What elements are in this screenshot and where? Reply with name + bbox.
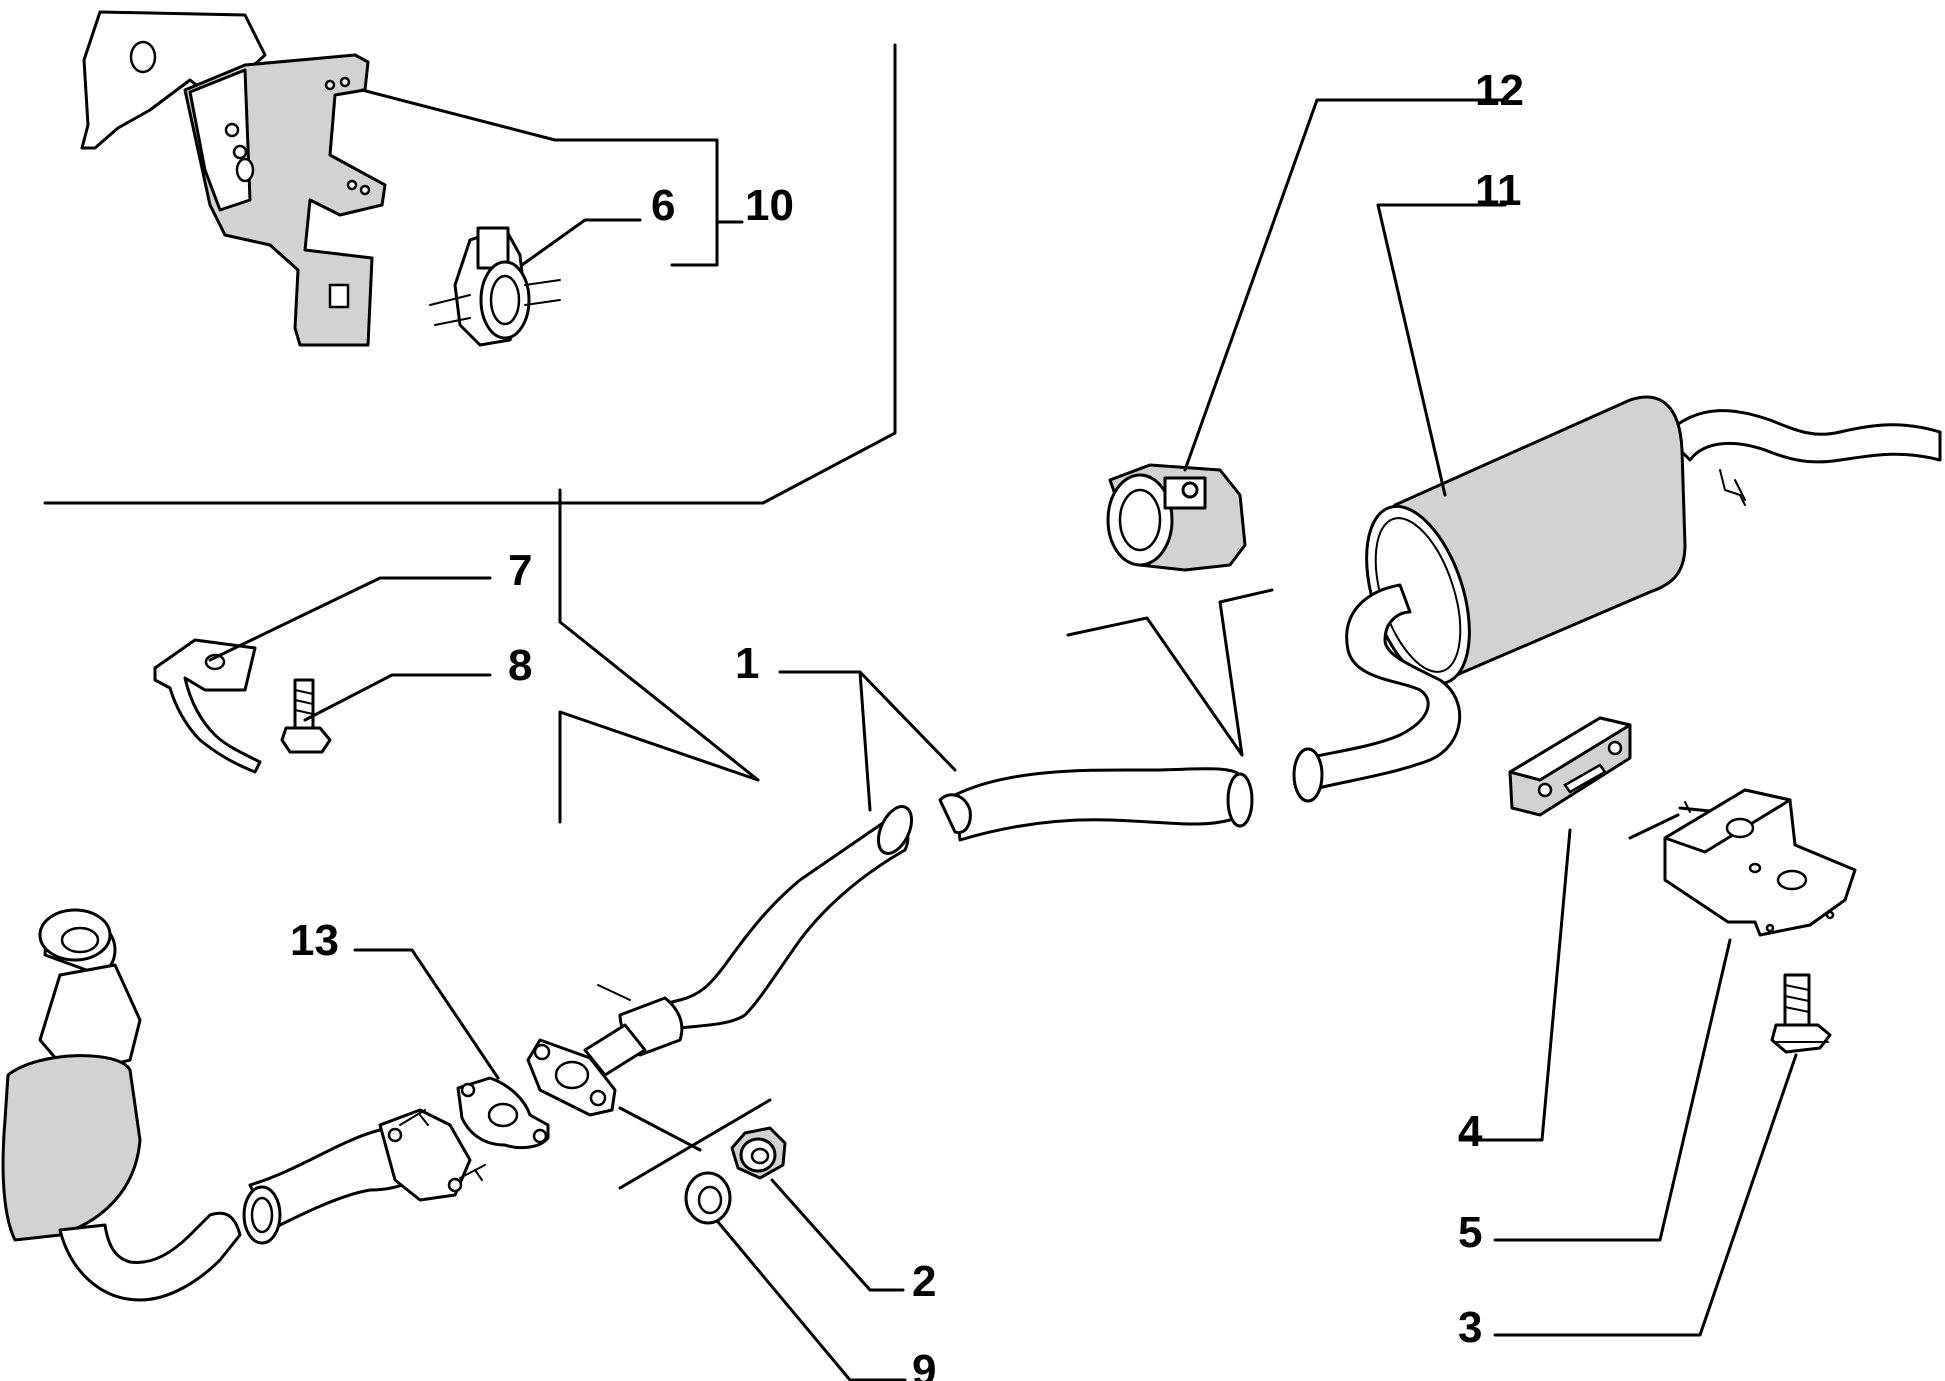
- callout-10: 10: [745, 181, 794, 230]
- catalytic-converter: [1, 908, 486, 1302]
- callout-1: 1: [735, 639, 759, 688]
- callout-7: 7: [508, 546, 532, 595]
- rear-silencer-part-11: [1292, 395, 1942, 803]
- clamp-part-6: [429, 226, 561, 347]
- washer-part-9: [684, 1171, 732, 1225]
- gasket-part-13: [456, 1076, 550, 1150]
- nut-part-2: [730, 1126, 787, 1180]
- callout-12: 12: [1475, 66, 1524, 115]
- leader-lines: [208, 88, 1798, 1381]
- bracket-part-10: [80, 10, 387, 347]
- mount-bracket-part-5: [1628, 788, 1857, 937]
- callout-2: 2: [912, 1257, 936, 1306]
- inset-divider: [43, 43, 897, 505]
- callout-3: 3: [1458, 1303, 1482, 1352]
- bolt-part-3: [1770, 973, 1832, 1054]
- callout-labels: 1 2 3 4 5 6 7 8 9 10 11 12 13: [290, 66, 1524, 1381]
- callout-8: 8: [508, 641, 532, 690]
- rubber-mount-part-4: [1508, 716, 1632, 817]
- callout-9: 9: [912, 1346, 936, 1381]
- callout-11: 11: [1475, 166, 1522, 215]
- bracket-part-7: [153, 638, 262, 774]
- clamp-part-12: [1106, 463, 1247, 572]
- callout-6: 6: [651, 181, 675, 230]
- callout-13: 13: [290, 916, 339, 965]
- front-pipe-part-1: [526, 767, 1254, 1117]
- callout-5: 5: [1458, 1208, 1482, 1257]
- bolt-part-8: [280, 678, 332, 754]
- callout-4: 4: [1458, 1107, 1483, 1156]
